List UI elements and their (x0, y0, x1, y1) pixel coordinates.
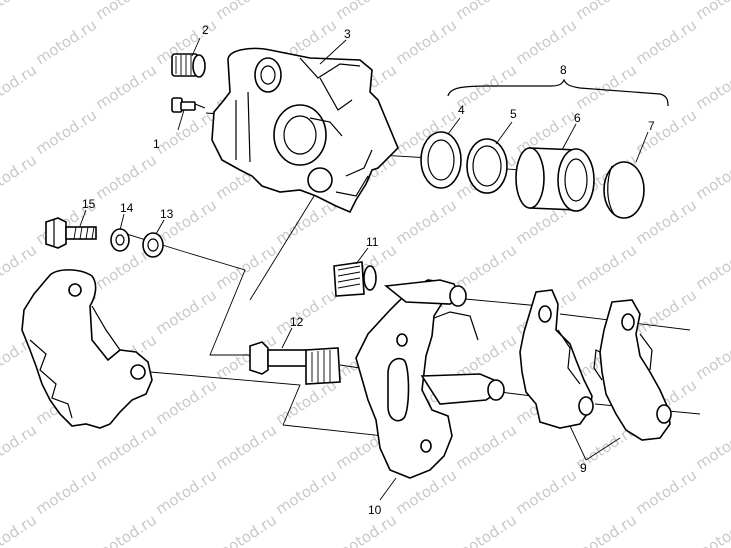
watermark-text: motod.ru (212, 421, 280, 474)
watermark-text: motod.ru (332, 0, 400, 23)
brake-pad-inner-part (519, 289, 594, 429)
callout-15: 15 (82, 197, 96, 211)
callout-3: 3 (344, 27, 351, 41)
watermark-text: motod.ru (32, 106, 100, 159)
callout-9: 9 (580, 461, 587, 475)
watermark-text: motod.ru (32, 466, 100, 519)
leader-lines (79, 37, 649, 501)
watermark-text: motod.ru (692, 421, 731, 474)
watermark-text: motod.ru (92, 61, 160, 114)
watermark-text: motod.ru (212, 511, 280, 548)
watermark-text: motod.ru (32, 16, 100, 69)
caliper-body-part (211, 47, 399, 214)
piston-cap-part (603, 161, 645, 219)
watermark-text: motod.ru (152, 466, 220, 519)
watermark-text: motod.ru (212, 0, 280, 23)
watermark-text: motod.ru (692, 511, 731, 548)
watermark-text: motod.ru (692, 151, 731, 204)
watermark-text: motod.ru (152, 376, 220, 429)
watermark-text: motod.ru (92, 421, 160, 474)
fitting-part (171, 97, 206, 113)
watermark-text: motod.ru (692, 331, 731, 384)
callout-14: 14 (120, 201, 134, 215)
callout-8: 8 (560, 63, 567, 77)
watermark-text: motod.ru (572, 511, 640, 548)
watermark-text: motod.ru (512, 16, 580, 69)
callout-10: 10 (368, 503, 382, 517)
carrier-bracket-part (355, 279, 505, 479)
washer-part (142, 232, 164, 258)
watermark-text: motod.ru (0, 61, 40, 114)
watermark-text: motod.ru (272, 286, 340, 339)
callout-13: 13 (160, 207, 174, 221)
watermark-text: motod.ru (0, 511, 40, 548)
watermark-text: motod.ru (152, 286, 220, 339)
watermark-text: motod.ru (452, 511, 520, 548)
watermark-text: motod.ru (0, 421, 40, 474)
watermark-text: motod.ru (692, 61, 731, 114)
callout-5: 5 (510, 107, 517, 121)
callout-1: 1 (153, 137, 160, 151)
lock-washer-part (110, 228, 130, 252)
watermark-text: motod.ru (452, 241, 520, 294)
watermark-text: motod.ru (572, 0, 640, 23)
watermark-text: motod.ru (632, 196, 700, 249)
callout-2: 2 (202, 23, 209, 37)
group-bracket (447, 78, 669, 107)
callout-6: 6 (574, 111, 581, 125)
dust-seal-part (466, 138, 508, 194)
watermark-text: motod.ru (92, 151, 160, 204)
bleeder-screw-part (171, 53, 206, 78)
watermark-text: motod.ru (632, 16, 700, 69)
callout-labels: 1 2 3 4 5 6 7 8 9 10 11 12 13 14 15 (82, 23, 655, 517)
watermark-text: motod.ru (512, 466, 580, 519)
watermark-text: motod.ru (452, 0, 520, 23)
watermark-text: motod.ru (0, 241, 40, 294)
watermark-text: motod.ru (692, 0, 731, 23)
watermark-text: motod.ru (332, 511, 400, 548)
callout-4: 4 (458, 103, 465, 117)
callout-11: 11 (366, 235, 379, 249)
pin-boot-part (333, 261, 377, 297)
mounting-bracket-part (21, 269, 153, 429)
mounting-bolt-part (45, 217, 97, 249)
watermark-text: motod.ru (392, 16, 460, 69)
watermark-text: motod.ru (632, 466, 700, 519)
watermark-text: motod.ru (632, 286, 700, 339)
watermark-text: motod.ru (692, 241, 731, 294)
brake-pad-outer-part (593, 299, 672, 441)
callout-12: 12 (290, 315, 304, 329)
watermark-text: motod.ru (92, 0, 160, 23)
watermark-text: motod.ru (572, 241, 640, 294)
watermark-text: motod.ru (572, 61, 640, 114)
watermark-text: motod.ru (0, 151, 40, 204)
slide-pin-part (249, 341, 341, 385)
watermark-text: motod.ru (0, 0, 40, 23)
watermark-text: motod.ru (452, 421, 520, 474)
piston-part (515, 147, 595, 212)
watermark-text: motod.ru (632, 106, 700, 159)
callout-7: 7 (648, 119, 655, 133)
watermark-text: motod.ru (392, 196, 460, 249)
watermark-text: motod.ru (92, 511, 160, 548)
seal-ring-part (420, 131, 462, 189)
watermark-text: motod.ru (272, 466, 340, 519)
